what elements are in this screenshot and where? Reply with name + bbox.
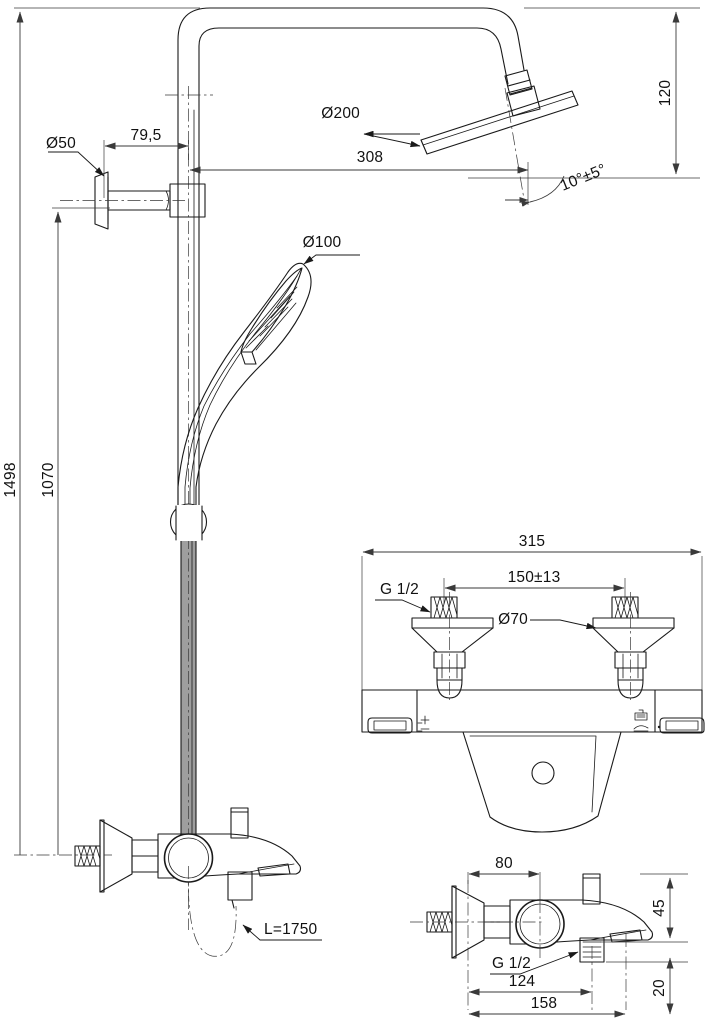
head-shower (420, 90, 579, 155)
callout-dia200: Ø200 (321, 105, 421, 148)
callout-label-hand-shower-dia: Ø100 (303, 234, 342, 251)
mixer-side-detail-view: 80 124 158 45 20 G 1/2 (410, 855, 688, 1018)
callout-label-inlet-thread: G 1/2 (380, 581, 419, 598)
dim-315: 315 (361, 533, 703, 690)
hand-shower-holder (169, 503, 208, 541)
dim-label-inlet-centres: 150±13 (508, 569, 561, 586)
bath-shower-mixer-elevation (74, 807, 302, 957)
dim-124: 124 (468, 973, 592, 996)
dim-80: 80 (467, 855, 541, 900)
dim-79-5: 79,5 (103, 127, 189, 198)
mixer-side-body (410, 873, 654, 1010)
dim-label-below-centre: 20 (651, 979, 668, 997)
dim-150: 150±13 (443, 569, 626, 604)
dim-20: 20 (606, 957, 688, 1015)
mixer-body-front (361, 689, 705, 833)
callout-label-hose-length: L=1750 (264, 921, 318, 938)
main-elevation-dimensions: 1498 1070 79,5 308 120 (2, 7, 700, 941)
callout-hose-length: L=1750 (242, 921, 322, 941)
callout-label-head-shower-dia: Ø200 (321, 105, 360, 122)
callout-inlet-thread: G 1/2 (375, 581, 431, 613)
callout-label-escutcheon-dia: Ø70 (498, 611, 528, 628)
callout-outlet-thread: G 1/2 (490, 951, 579, 975)
dim-label-head-drop: 120 (657, 80, 674, 107)
dim-label-outlet-projection: 124 (509, 973, 536, 990)
dim-45: 45 (600, 873, 688, 943)
callout-dia70: Ø70 (498, 611, 597, 630)
dim-label-handle-projection: 80 (495, 855, 513, 872)
dim-308: 308 (189, 149, 529, 174)
mixer-front-detail-view: 315 150±13 (361, 533, 705, 833)
dim-label-head-projection: 308 (357, 149, 383, 166)
gooseneck-arm (177, 7, 541, 117)
mixer-inlet-left (411, 592, 494, 700)
main-elevation-view (60, 7, 579, 957)
callout-label-outlet-thread: G 1/2 (492, 955, 531, 972)
dim-label-mixer-width: 315 (519, 533, 545, 550)
dim-label-bracket-height: 1070 (40, 462, 57, 497)
dim-120: 120 (468, 7, 700, 179)
dim-label-spout-projection: 158 (531, 995, 557, 1012)
dim-label-bracket-projection: 79,5 (131, 127, 162, 144)
dim-label-overall-height: 1498 (2, 462, 19, 497)
dim-label-above-centre: 45 (651, 899, 668, 917)
callout-dia100: Ø100 (303, 234, 360, 265)
callout-label-wall-flange-dia: Ø50 (46, 135, 76, 152)
callout-dia50: Ø50 (46, 135, 105, 177)
dim-158: 158 (468, 995, 626, 1018)
